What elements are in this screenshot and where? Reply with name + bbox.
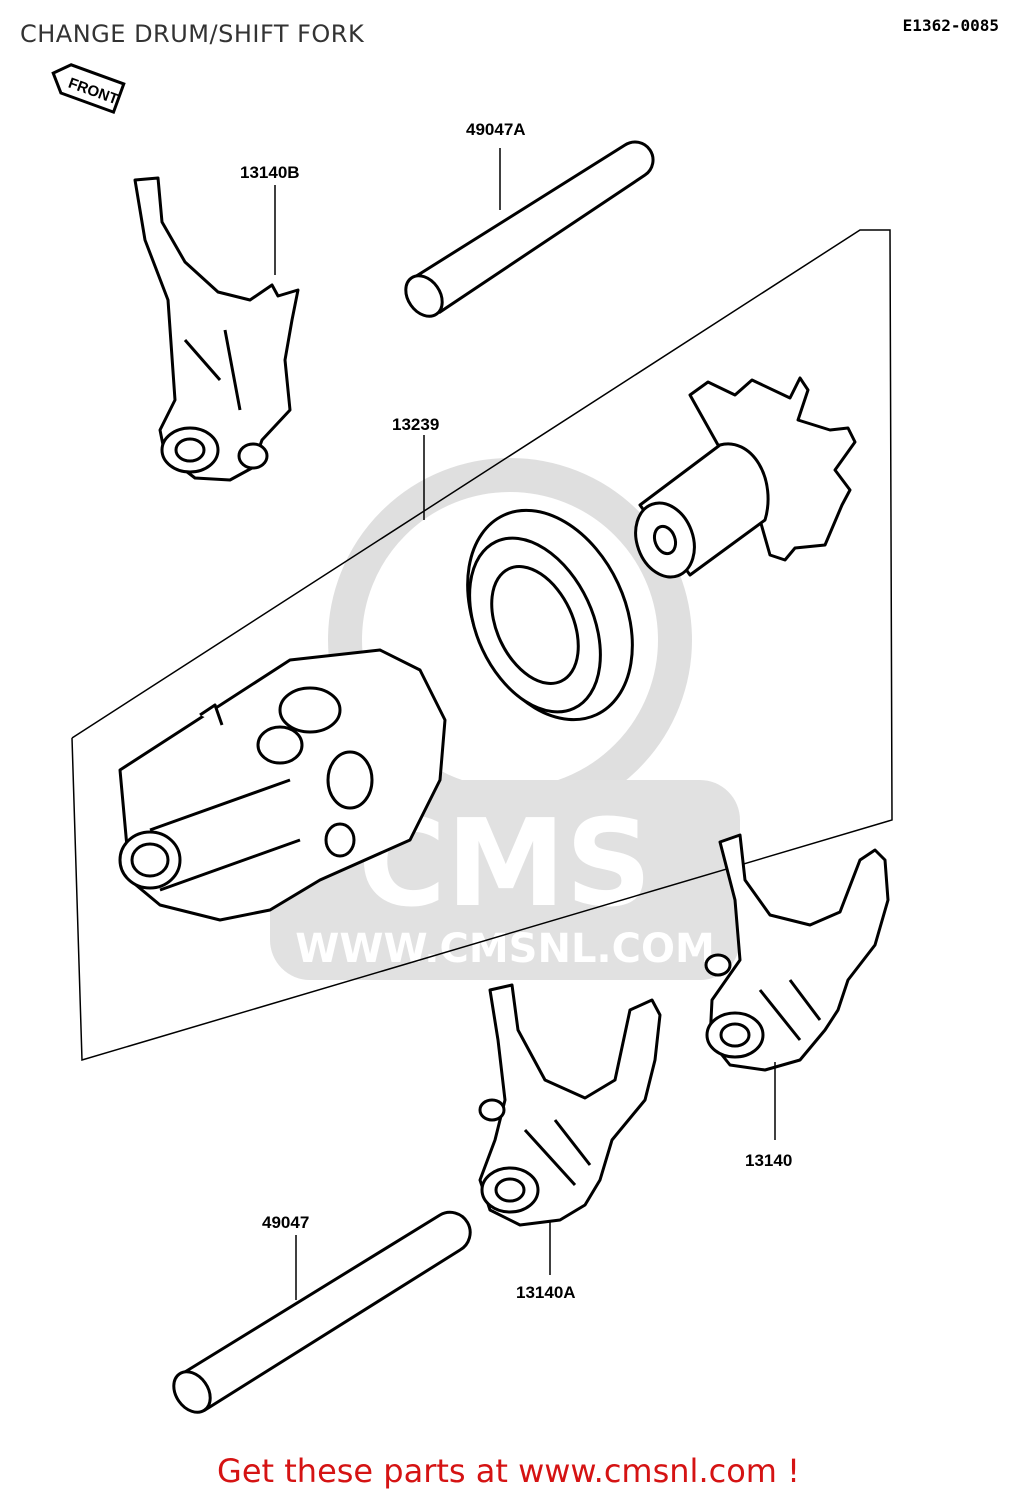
part-label-49047a: 49047A	[466, 120, 526, 139]
part-labels: 49047A 13140B 13239 13140 49047 13140A	[240, 120, 792, 1302]
shift-fork-13140b	[133, 176, 300, 482]
shift-fork-13140a	[478, 983, 662, 1227]
shaft-49047a	[404, 140, 655, 318]
drum-cam-plate	[634, 376, 857, 579]
leader-lines	[274, 148, 776, 1300]
bearing	[466, 508, 634, 722]
footer-promo: Get these parts at www.cmsnl.com !	[217, 1452, 800, 1490]
shaft-49047	[172, 1210, 472, 1414]
watermark-url: WWW.CMSNL.COM	[295, 926, 715, 972]
part-label-13140b: 13140B	[240, 163, 300, 182]
part-label-13239: 13239	[392, 415, 439, 434]
part-label-13140: 13140	[745, 1151, 792, 1170]
shift-fork-13140	[704, 833, 890, 1072]
part-label-49047: 49047	[262, 1213, 309, 1232]
assembly-frame-13239	[71, 229, 893, 1061]
front-arrow-tag: FRONT	[51, 63, 126, 115]
change-drum	[118, 648, 447, 922]
diagram-code: E1362-0085	[902, 16, 999, 35]
part-label-13140a: 13140A	[516, 1283, 576, 1302]
page-title: CHANGE DRUM/SHIFT FORK	[20, 20, 365, 48]
